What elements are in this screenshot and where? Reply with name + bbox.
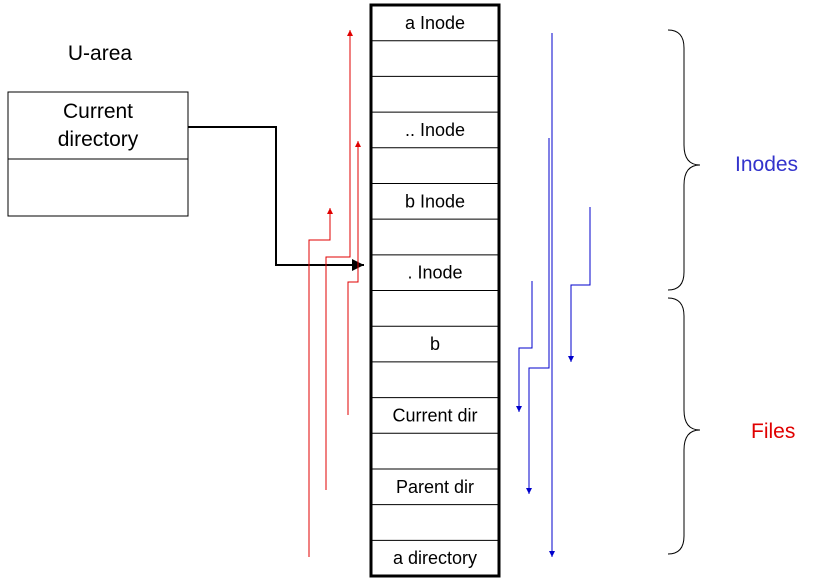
- uarea-title: U-area: [68, 42, 133, 65]
- blue-pointer-arrows: [516, 33, 591, 557]
- table-cell: b: [430, 334, 440, 354]
- table-cell: a Inode: [405, 13, 465, 33]
- current-directory-pointer: [188, 126, 364, 271]
- files-brace: [667, 297, 701, 555]
- table-cell: b Inode: [405, 191, 465, 211]
- table-cell: Current dir: [392, 405, 477, 425]
- table-cell: Parent dir: [396, 477, 474, 497]
- red-arrow-a-directory: [308, 208, 333, 557]
- table-cell: a directory: [393, 548, 477, 568]
- blue-arrow-b-inode: [568, 207, 591, 362]
- table-cell: . Inode: [407, 263, 462, 283]
- red-arrow-current-dir: [347, 141, 361, 415]
- red-pointer-arrows: [308, 30, 361, 557]
- blue-arrow-dot-inode: [516, 281, 533, 412]
- uarea-box: Current directory: [7, 91, 189, 217]
- table-cell: .. Inode: [405, 120, 465, 140]
- current-directory-label-line1: Current: [63, 100, 133, 123]
- files-label: Files: [751, 420, 795, 443]
- blue-arrow-dotdot-inode: [526, 138, 550, 494]
- inodes-label: Inodes: [735, 153, 798, 176]
- current-directory-label-line2: directory: [58, 128, 139, 151]
- inodes-brace: [667, 29, 701, 291]
- red-arrow-parent-dir: [325, 30, 353, 490]
